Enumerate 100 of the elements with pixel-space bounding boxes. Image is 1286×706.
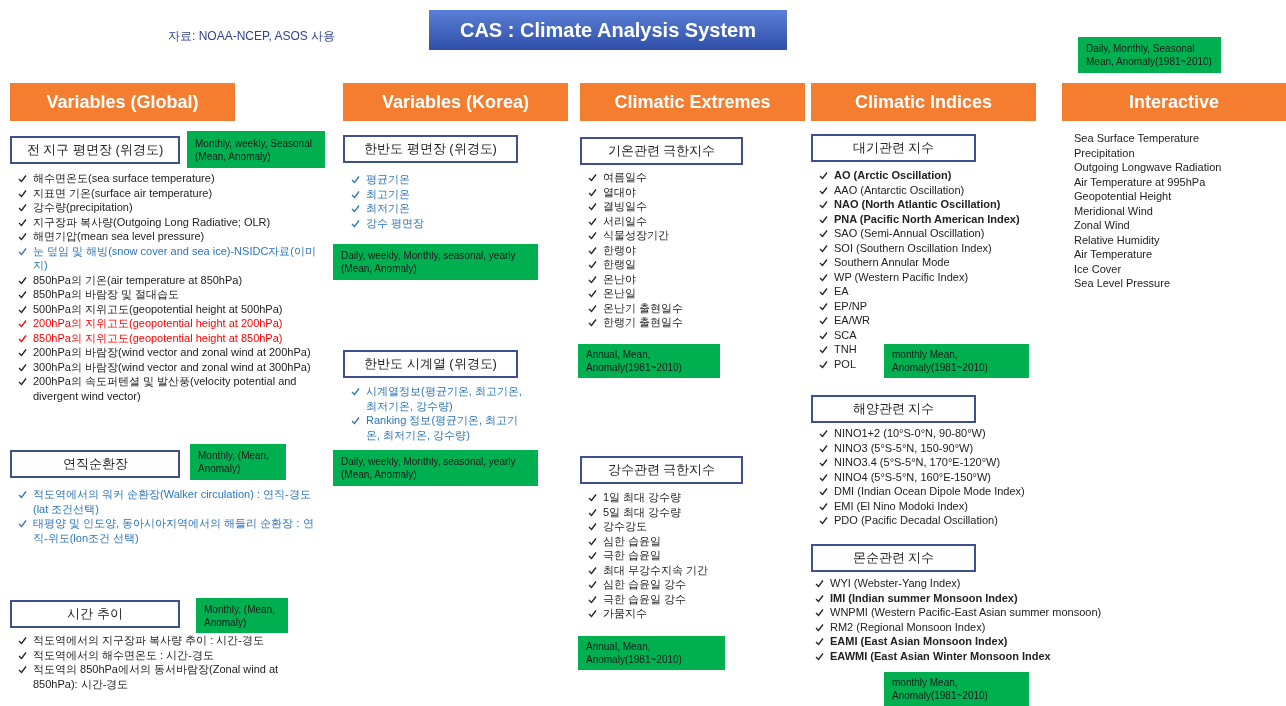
list-item: 200hPa의 속도퍼텐셜 및 발산풍(velocity potential and divergent wind vector)	[33, 374, 298, 403]
list-item: 200hPa의 바람장(wind vector and zonal wind at 200hPa)	[33, 345, 311, 360]
list-item: TNH	[834, 342, 857, 357]
period-tag: Monthly, weekly, Seasonal (Mean, Anomaly)	[187, 131, 325, 168]
list-item: Sea Surface Temperature	[1074, 131, 1200, 146]
list-item: Ranking 정보(평균기온, 최고기온, 최저기온, 강수량)	[366, 413, 520, 442]
list-item: Meridional Wind	[1074, 203, 1153, 218]
list-item: 500hPa의 지위고도(geopotential height at 500hPa)	[33, 301, 283, 316]
list-item: 극한 습윤일 강수	[603, 591, 687, 606]
list-item: 지표면 기온(surface air temperature)	[33, 185, 213, 200]
list-item: 평균기온	[366, 172, 410, 187]
list-item: 여름일수	[603, 170, 647, 185]
section-header: Climatic Indices	[811, 83, 1036, 121]
list-item: 300hPa의 바람장(wind vector and zonal wind at 300hPa)	[33, 359, 311, 374]
list-item: 적도역의 850hPa에서의 동서바람장(Zonal wind at 850hPa): 시간-경도	[33, 662, 280, 691]
list-item: PDO (Pacific Decadal Oscillation)	[834, 513, 998, 528]
list-item: 시계열정보(평균기온, 최고기온, 최저기온, 강수량)	[366, 384, 523, 413]
category-box: 한반도 평면장 (위경도)	[343, 135, 518, 163]
list-item: EAWMI (East Asian Winter Monsoon Index	[830, 648, 1051, 663]
list-item: PNA (Pacific North American Index)	[834, 211, 1020, 226]
list-item: 적도역에서의 해수면온도 : 시간-경도	[33, 647, 214, 662]
list-item: 가뭄지수	[603, 606, 647, 621]
list-item: 지구장파 복사량(Outgoing Long Radiative; OLR)	[33, 214, 271, 229]
period-tag: Daily, Monthly, Seasonal Mean, Anomaly(1981~2010)	[1078, 37, 1221, 73]
category-box: 한반도 시계열 (위경도)	[343, 350, 518, 378]
list-item: Ice Cover	[1074, 261, 1122, 276]
list-item: 눈 덮임 및 해빙(snow cover and sea ice)-NSIDC자료(이미지)	[33, 243, 317, 273]
category-box: 전 지구 평면장 (위경도)	[10, 136, 180, 164]
list-item: Relative Humidity	[1074, 232, 1160, 247]
list-item: 200hPa의 지위고도(geopotential height at 200hPa)	[33, 316, 283, 331]
list-item: RM2 (Regional Monsoon Index)	[830, 619, 986, 634]
category-box: 대기관련 지수	[811, 134, 976, 162]
list-item: SAO (Semi-Annual Oscillation)	[834, 226, 985, 241]
list-item: 한랭기 출현일수	[603, 315, 684, 330]
section-header: Variables (Korea)	[343, 83, 568, 121]
list-item: 심한 습윤일	[603, 533, 662, 548]
list-item: 5일 최대 강수량	[603, 504, 682, 519]
list-item: IMI (Indian summer Monsoon Index)	[830, 590, 1018, 605]
list-item: 850hPa의 지위고도(geopotential height at 850hPa)	[33, 330, 283, 345]
list-item: Southern Annular Mode	[834, 255, 950, 270]
list-item: 결빙일수	[603, 199, 647, 214]
list-item: 강수강도	[603, 519, 647, 534]
list-item: EMI (El Nino Modoki Index)	[834, 498, 968, 513]
list-item: Zonal Wind	[1074, 218, 1130, 233]
list-item: NINO3 (5°S-5°N, 150-90°W)	[834, 440, 974, 455]
list-item: 해수면온도(sea surface temperature)	[33, 171, 215, 186]
list-item: SCA	[834, 327, 857, 342]
list-item: WNPMI (Western Pacific-East Asian summer monsoon)	[830, 605, 1102, 620]
list-item: 한랭야	[603, 242, 636, 257]
list-item: AAO (Antarctic Oscillation)	[834, 182, 965, 197]
period-tag: Annual, Mean, Anomaly(1981~2010)	[578, 344, 720, 378]
list-item: 적도역에서의 지구장파 복사량 추이 : 시간-경도	[33, 633, 264, 648]
list-item: NINO1+2 (10°S-0°N, 90-80°W)	[834, 426, 986, 441]
list-item: Geopotential Height	[1074, 189, 1172, 204]
category-box: 연직순환장	[10, 450, 180, 478]
source-note: 자료: NOAA-NCEP, ASOS 사용	[168, 28, 336, 45]
period-tag: Daily, weekly, Monthly, seasonal, yearly (Mean, Anomaly)	[333, 450, 538, 486]
list-item: 심한 습윤일 강수	[603, 577, 687, 592]
list-item: 적도역에서의 워커 순환장(Walker circulation) : 연직-경도(lat 조건선택)	[33, 487, 312, 516]
list-item: 강수 평면장	[366, 215, 425, 230]
list-item: NAO (North Atlantic Oscillation)	[834, 197, 1001, 212]
list-item: AO (Arctic Oscillation)	[834, 168, 952, 183]
list-item: 온난일	[603, 286, 636, 301]
list-item: 온난기 출현일수	[603, 300, 684, 315]
list-item: 최고기온	[366, 186, 410, 201]
section-header: Climatic Extremes	[580, 83, 805, 121]
list-item: EP/NP	[834, 298, 867, 313]
list-item: 해면기압(mean sea level pressure)	[33, 229, 205, 244]
list-item: Air Temperature at 995hPa	[1074, 174, 1206, 189]
list-item: 강수량(precipitation)	[33, 200, 133, 215]
list-item: WP (Western Pacific Index)	[834, 269, 969, 284]
list-item: 한랭일	[603, 257, 636, 272]
category-box: 몬순관련 지수	[811, 544, 976, 572]
period-tag: monthly Mean, Anomaly(1981~2010)	[884, 344, 1029, 378]
period-tag: Daily, weekly, Monthly, seasonal, yearly (Mean, Anomaly)	[333, 244, 538, 280]
list-item: NINO3.4 (5°S-5°N, 170°E-120°W)	[834, 455, 1001, 470]
list-item: POL	[834, 356, 856, 371]
list-item: 최대 무강수지속 기간	[603, 562, 709, 577]
category-box: 강수관련 극한지수	[580, 456, 743, 484]
list-item: 서리일수	[603, 213, 647, 228]
list-item: 태평양 및 인도양, 동아시아지역에서의 해들리 순환장 : 연직-위도(lon조건 선택)	[33, 516, 315, 545]
list-item: 1일 최대 강수량	[603, 490, 682, 505]
period-tag: Annual, Mean, Anomaly(1981~2010)	[578, 636, 725, 670]
period-tag: Monthly, (Mean, Anomaly)	[196, 598, 288, 633]
list-item: Outgoing Longwave Radiation	[1074, 160, 1222, 175]
title-banner: CAS : Climate Analysis System	[429, 10, 787, 50]
list-item: WYI (Webster-Yang Index)	[830, 576, 961, 591]
list-item: EAMI (East Asian Monsoon Index)	[830, 634, 1008, 649]
list-item: Sea Level Pressure	[1074, 276, 1170, 291]
list-item: 식물성장기간	[603, 228, 669, 243]
list-item: Precipitation	[1074, 145, 1135, 160]
list-item: 최저기온	[366, 201, 410, 216]
list-item: 850hPa의 바람장 및 절대습도	[33, 287, 180, 302]
list-item: Air Temperature	[1074, 247, 1153, 262]
list-item: NINO4 (5°S-5°N, 160°E-150°W)	[834, 469, 991, 484]
period-tag: monthly Mean, Anomaly(1981~2010)	[884, 672, 1029, 706]
list-item: DMI (Indian Ocean Dipole Mode Index)	[834, 484, 1025, 499]
list-item: 열대야	[603, 184, 636, 199]
section-header: Variables (Global)	[10, 83, 235, 121]
category-box: 시간 추이	[10, 600, 180, 628]
